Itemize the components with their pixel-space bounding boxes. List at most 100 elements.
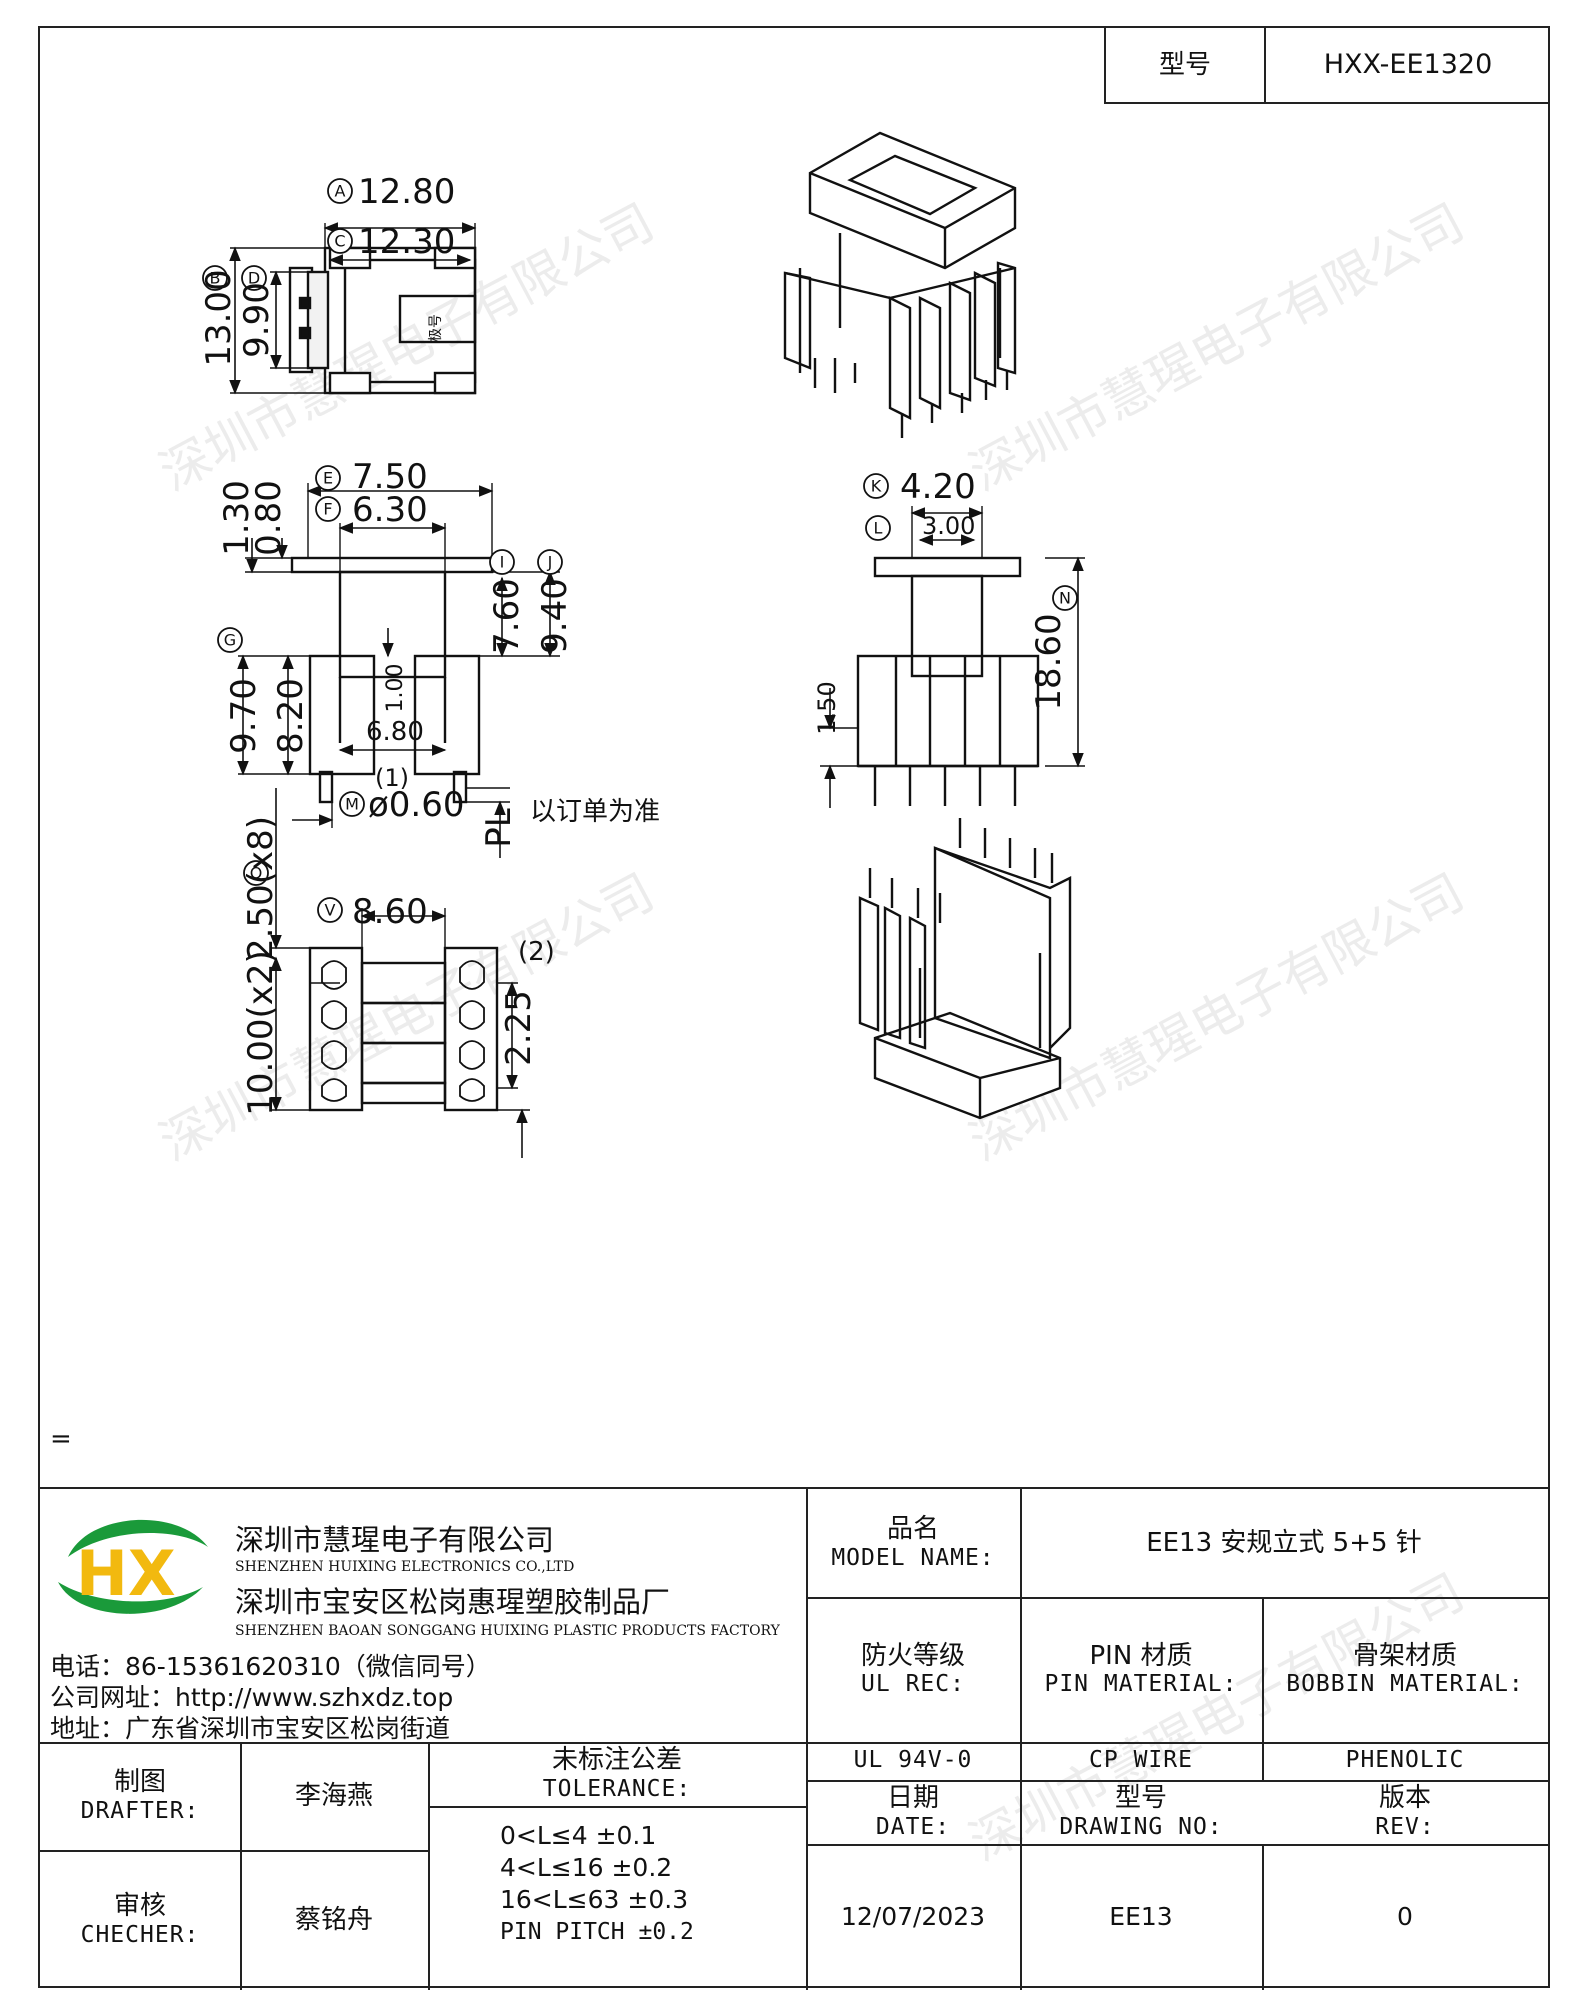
grid-line (428, 1806, 806, 1808)
dim-h2: 0.80 (249, 480, 289, 556)
dim-h1: 1.30 (217, 480, 257, 556)
ul-rec-value: UL 94V-0 (853, 1747, 973, 1774)
dim-H: 8.20 (271, 678, 311, 754)
checker-label: 审核 CHECHER: (80, 1891, 200, 1948)
grid-line (1262, 1597, 1264, 1780)
letter-badge: O (250, 864, 263, 883)
dim-E: 7.50 (352, 457, 428, 497)
technical-drawing: A C B D E F I J G M K L N O V 12.80 12.3… (199, 131, 1085, 1158)
dim-G: 9.70 (224, 678, 264, 754)
company-phone: 电话：86-15361620310（微信同号） (50, 1652, 491, 1681)
letter-badge: V (325, 901, 336, 920)
grid-line (40, 1742, 1548, 1744)
dim-J: 9.40 (535, 578, 575, 654)
letter-badge: K (871, 477, 882, 496)
dim-row: 10.00(x2) (241, 950, 281, 1116)
front-view (237, 483, 560, 858)
letter-badge: L (874, 519, 883, 538)
dim-pl: PL (479, 808, 519, 848)
grid-line (240, 1850, 428, 1852)
dim-O: 2.50(x8) (241, 816, 281, 960)
dim-K: 4.20 (900, 467, 976, 507)
dim-V: 8.60 (352, 892, 428, 932)
dim-B: 13.00 (199, 269, 239, 366)
company-area: HX 深圳市慧瑆电子有限公司 SHENZHEN HUIXING ELECTRON… (40, 1489, 806, 1743)
dim-note2: (2) (518, 937, 555, 967)
dim-L: 3.00 (922, 512, 975, 540)
dim-pitch: 2.25 (499, 990, 539, 1066)
drawing-sheet: 型号 HXX-EE1320 = 深圳市慧瑆电子有限公司 深圳市慧瑆电子有限公司 … (38, 26, 1550, 1990)
drafter-value: 李海燕 (294, 1780, 373, 1811)
tolerance-line: 16<L≤63 ±0.3 (500, 1885, 689, 1914)
checker-value: 蔡铭舟 (294, 1904, 373, 1935)
dim-D: 9.90 (237, 282, 277, 358)
grid-line (806, 1780, 1548, 1782)
letter-badge: F (323, 500, 332, 519)
tolerance-line: PIN PITCH ±0.2 (500, 1919, 694, 1945)
isometric-top-view (783, 131, 1017, 438)
tolerance-values: 0<L≤4 ±0.1 4<L≤16 ±0.2 16<L≤63 ±0.3 PIN … (428, 1806, 806, 1990)
grid-line (1262, 1844, 1264, 1990)
drafter-label: 制图 DRAFTER: (80, 1767, 200, 1824)
grid-line (428, 1742, 430, 1990)
drawing-no-label: 型号 DRAWING NO: (1059, 1783, 1223, 1840)
dim-pin-dia: ø0.60 (368, 785, 465, 825)
grid-line (806, 1844, 1548, 1846)
bobbin-material-label: 骨架材质 BOBBIN MATERIAL: (1286, 1640, 1524, 1698)
logo-text: HX (76, 1537, 176, 1610)
grid-line (40, 1850, 240, 1852)
dim-note1: (1) (375, 764, 409, 792)
dim-slot: 1.00 (383, 664, 408, 713)
company-address: 地址：广东省深圳市宝安区松岗街道 (50, 1714, 451, 1743)
pin-material-value: CP WIRE (1089, 1747, 1193, 1774)
date-label: 日期 DATE: (875, 1783, 951, 1840)
dim-A: 12.80 (358, 172, 455, 212)
grid-line (240, 1742, 242, 1990)
dim-F: 6.30 (352, 490, 428, 530)
model-value-cell: HXX-EE1320 (1264, 28, 1550, 104)
pin-material-label: PIN 材质 PIN MATERIAL: (1044, 1640, 1238, 1698)
drawing-no-value: EE13 (1109, 1902, 1173, 1932)
letter-badge: D (248, 269, 260, 288)
letter-badge: J (547, 553, 553, 572)
company-name-en: SHENZHEN HUIXING ELECTRONICS CO.,LTD (235, 1559, 575, 1575)
factory-name-en: SHENZHEN BAOAN SONGGANG HUIXING PLASTIC … (235, 1623, 780, 1639)
letter-badge: N (1059, 589, 1071, 608)
company-website: 公司网址：http://www.szhxdz.top (50, 1683, 454, 1712)
letter-badge: A (335, 182, 346, 201)
bottom-view (270, 788, 530, 1158)
grid-line (806, 1597, 1548, 1599)
model-value: HXX-EE1320 (1323, 49, 1493, 81)
stray-mark: = (50, 1424, 72, 1454)
dim-I: 7.60 (487, 578, 527, 654)
dim-total: 18.60 (1029, 613, 1069, 710)
isometric-bottom-view (858, 818, 1072, 1120)
dim-C: 12.30 (358, 222, 455, 262)
model-name-label: 品名 MODEL NAME: (831, 1514, 995, 1571)
ul-rec-label: 防火等级 UL REC: (860, 1640, 965, 1698)
model-label-cell: 型号 (1104, 28, 1264, 104)
letter-badge: M (345, 795, 359, 814)
grid-line (1020, 1489, 1022, 1990)
company-name-cn: 深圳市慧瑆电子有限公司 (235, 1523, 555, 1557)
letter-badge: B (210, 269, 221, 288)
date-value: 12/07/2023 (840, 1902, 986, 1932)
tolerance-line: 4<L≤16 ±0.2 (500, 1853, 673, 1882)
bobbin-material-value: PHENOLIC (1345, 1747, 1465, 1774)
pl-note: 以订单为准 (530, 797, 660, 827)
factory-name-cn: 深圳市宝安区松岗惠瑆塑胶制品厂 (235, 1585, 671, 1619)
tolerance-line: 0<L≤4 ±0.1 (500, 1821, 657, 1850)
top-mark: 极号 (428, 314, 444, 342)
model-label: 型号 (1158, 49, 1211, 80)
rev-label: 版本 REV: (1375, 1783, 1435, 1840)
top-view (229, 222, 477, 395)
title-block: HX 深圳市慧瑆电子有限公司 SHENZHEN HUIXING ELECTRON… (40, 1487, 1548, 1990)
grid-line (806, 1489, 808, 1990)
letter-badge: I (500, 553, 505, 572)
letter-badge: C (334, 232, 345, 251)
dim-inner: 6.80 (366, 717, 424, 747)
rev-value: 0 (1397, 1902, 1413, 1932)
company-logo-icon: HX (58, 1519, 208, 1614)
letter-badge: E (323, 469, 333, 488)
tolerance-label: 未标注公差 TOLERANCE: (542, 1745, 692, 1802)
